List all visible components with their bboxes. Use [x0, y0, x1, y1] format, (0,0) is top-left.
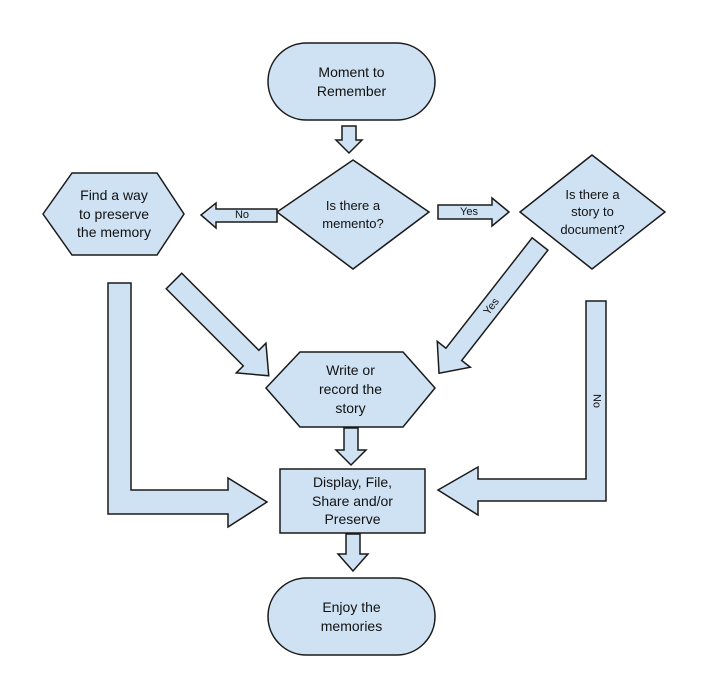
arrow-display-to-enjoy	[336, 533, 370, 573]
arrow-write-to-display	[334, 427, 368, 467]
arrow-start-to-memento	[334, 125, 364, 155]
decision-story-shape	[518, 154, 667, 270]
arrow-yes-story-to-write	[436, 236, 549, 375]
arrow-yes-to-story	[437, 196, 511, 228]
terminator-start-shape	[267, 42, 436, 121]
arrow-preserve-to-display	[107, 282, 269, 529]
process-display-shape	[279, 468, 426, 534]
terminator-enjoy-shape	[267, 577, 436, 656]
decision-memento-shape	[275, 159, 431, 270]
arrow-no-to-preserve	[199, 201, 278, 230]
hexagon-write-shape	[264, 351, 436, 428]
hexagon-preserve-shape	[42, 172, 185, 256]
arrow-preserve-to-write	[165, 272, 270, 377]
arrow-no-story-to-display	[436, 300, 607, 517]
